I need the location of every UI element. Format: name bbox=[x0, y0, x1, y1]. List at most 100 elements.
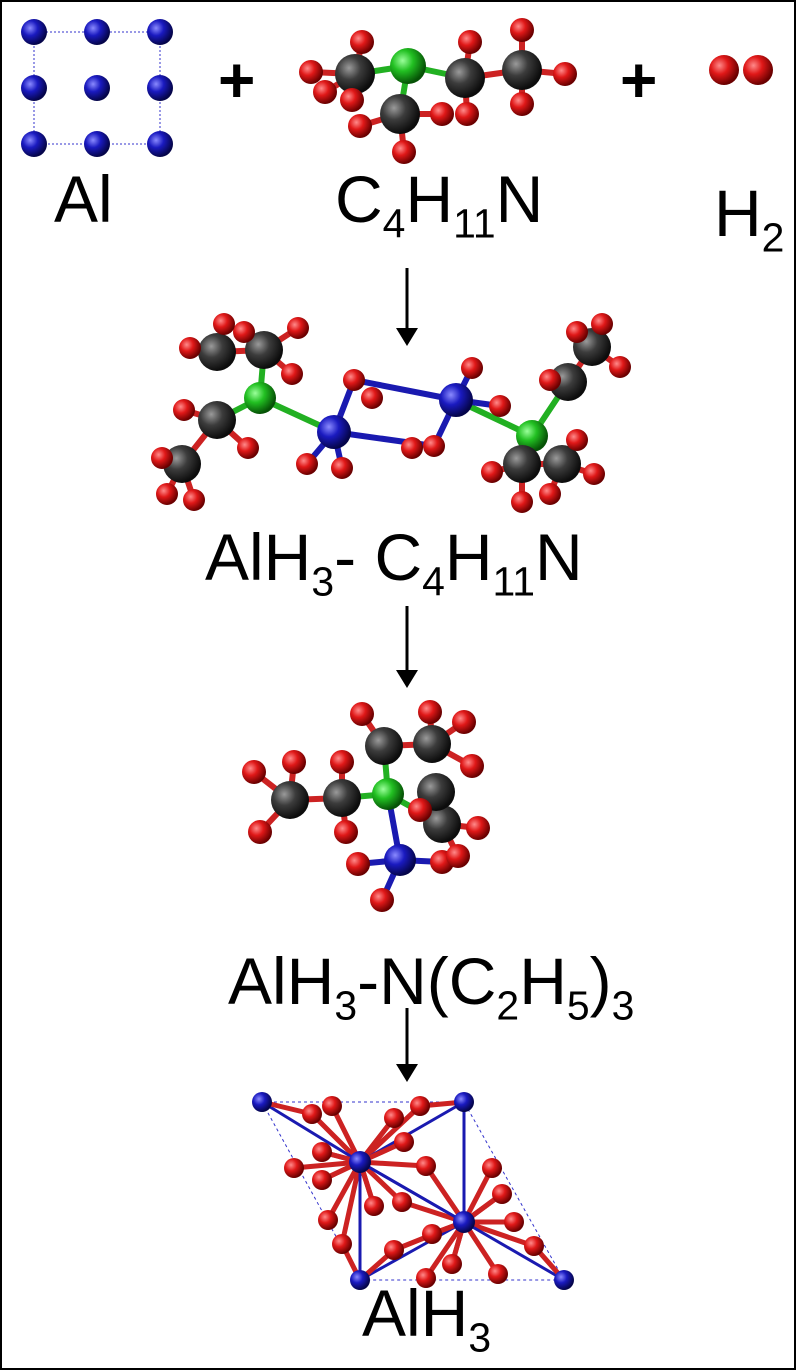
hydrogen-atom bbox=[410, 1096, 430, 1116]
formula-text: N bbox=[495, 162, 544, 236]
bond bbox=[339, 1159, 363, 1247]
bond bbox=[461, 1219, 537, 1249]
bond bbox=[260, 1100, 362, 1164]
bond bbox=[325, 1159, 363, 1223]
carbon-atom bbox=[549, 363, 587, 401]
carbon-atom bbox=[423, 805, 461, 843]
formula-text: Al bbox=[54, 162, 113, 236]
formula-text: C bbox=[335, 162, 383, 236]
bond bbox=[351, 377, 459, 403]
bond bbox=[357, 1159, 429, 1169]
label-hydrogen: H2 bbox=[714, 180, 784, 258]
hydrogen-atom bbox=[418, 700, 442, 724]
hydrogen-atom bbox=[173, 399, 195, 421]
carbon-atom bbox=[323, 779, 361, 817]
hydrogen-atom bbox=[331, 457, 353, 479]
hydrogen-atom bbox=[346, 852, 370, 876]
label-aluminum: Al bbox=[54, 166, 113, 232]
label-alane-triethylamine: AlH3-N(C2H5)3 bbox=[228, 948, 634, 1026]
formula-subscript: 4 bbox=[422, 558, 445, 605]
formula-subscript: 11 bbox=[453, 200, 496, 247]
bond bbox=[423, 1219, 467, 1281]
hydrogen-atom bbox=[422, 1224, 442, 1244]
hydrogen-atom bbox=[156, 483, 178, 505]
hydrogen-atom bbox=[743, 55, 773, 85]
carbon-atom bbox=[543, 445, 581, 483]
hydrogen-atom bbox=[566, 321, 588, 343]
hydrogen-atom bbox=[340, 88, 364, 112]
aluminum-atom bbox=[147, 131, 173, 157]
carbon-atom bbox=[502, 50, 542, 90]
unit-cell-outline bbox=[261, 1101, 565, 1281]
formula-subscript: 3 bbox=[611, 982, 635, 1029]
carbon-atom bbox=[413, 725, 451, 763]
hydrogen-atom bbox=[488, 1264, 508, 1284]
hydrogen-atom bbox=[401, 437, 423, 459]
hydrogen-atom bbox=[392, 1192, 412, 1212]
hydrogen-atom bbox=[213, 313, 235, 335]
hydrogen-atom bbox=[296, 453, 318, 475]
hydrogen-atom bbox=[334, 820, 358, 844]
aluminum-atom bbox=[317, 415, 351, 449]
hydrogen-atom bbox=[553, 62, 577, 86]
aluminum-atom bbox=[439, 383, 473, 417]
hydrogen-atom bbox=[466, 816, 490, 840]
formula-text: AlH bbox=[228, 944, 335, 1018]
bond bbox=[358, 1220, 466, 1282]
aluminum-atom bbox=[350, 1270, 370, 1290]
hydrogen-atom bbox=[408, 798, 432, 822]
hydrogen-atom bbox=[179, 337, 201, 359]
aluminum-atom bbox=[349, 1151, 371, 1173]
hydrogen-atom bbox=[510, 92, 534, 116]
hydrogen-atom bbox=[492, 1184, 512, 1204]
formula-text: AlH bbox=[362, 1276, 469, 1350]
hydrogen-atom bbox=[416, 1156, 436, 1176]
hydrogen-atom bbox=[284, 1158, 304, 1178]
hydrogen-atom bbox=[489, 395, 511, 417]
formula-subscript: 3 bbox=[468, 1314, 492, 1361]
hydrogen-atom bbox=[583, 463, 605, 485]
hydrogen-atom bbox=[384, 1108, 404, 1128]
carbon-atom bbox=[245, 331, 283, 369]
nitrogen-atom bbox=[516, 420, 548, 452]
hydrogen-atom bbox=[709, 55, 739, 85]
aluminum-atom bbox=[84, 131, 110, 157]
hydrogen-atom bbox=[609, 356, 631, 378]
carbon-atom bbox=[380, 94, 420, 134]
hydrogen-atom bbox=[312, 1142, 332, 1162]
aluminum-atom bbox=[84, 19, 110, 45]
hydrogen-atom bbox=[233, 321, 255, 343]
reaction-arrows bbox=[396, 268, 418, 1082]
hydrogen-atom bbox=[511, 491, 533, 513]
reaction-arrow-head bbox=[396, 670, 418, 688]
bond bbox=[358, 1160, 466, 1224]
carbon-atom bbox=[198, 333, 236, 371]
hydrogen-molecule bbox=[709, 55, 773, 85]
aluminum-atom bbox=[554, 1270, 574, 1290]
hydrogen-atom bbox=[237, 437, 259, 459]
alane-amine-adduct-molecule bbox=[151, 313, 631, 513]
hydrogen-atom bbox=[312, 1170, 332, 1190]
formula-text: H bbox=[714, 176, 762, 250]
hydrogen-atom bbox=[384, 1240, 404, 1260]
hydrogen-atom bbox=[423, 435, 445, 457]
alane-crystal bbox=[252, 1092, 574, 1290]
hydrogen-atom bbox=[151, 447, 173, 469]
formula-text: - C bbox=[334, 520, 423, 594]
bond bbox=[462, 1220, 566, 1282]
hydrogen-atom bbox=[566, 429, 588, 451]
plus-sign-1: + bbox=[218, 44, 256, 116]
nitrogen-atom bbox=[390, 48, 426, 84]
aluminum-atom bbox=[453, 1211, 475, 1233]
aluminum-atom bbox=[84, 75, 110, 101]
hydrogen-atom bbox=[591, 313, 613, 335]
hydrogen-atom bbox=[458, 30, 482, 54]
diethylmethylamine-molecule bbox=[299, 18, 577, 164]
hydrogen-atom bbox=[318, 1210, 338, 1230]
bond bbox=[423, 1163, 467, 1225]
formula-text: -N(C bbox=[357, 944, 497, 1018]
formula-subscript: 4 bbox=[382, 200, 406, 247]
hydrogen-atom bbox=[183, 489, 205, 511]
reaction-arrow-head bbox=[396, 1064, 418, 1082]
